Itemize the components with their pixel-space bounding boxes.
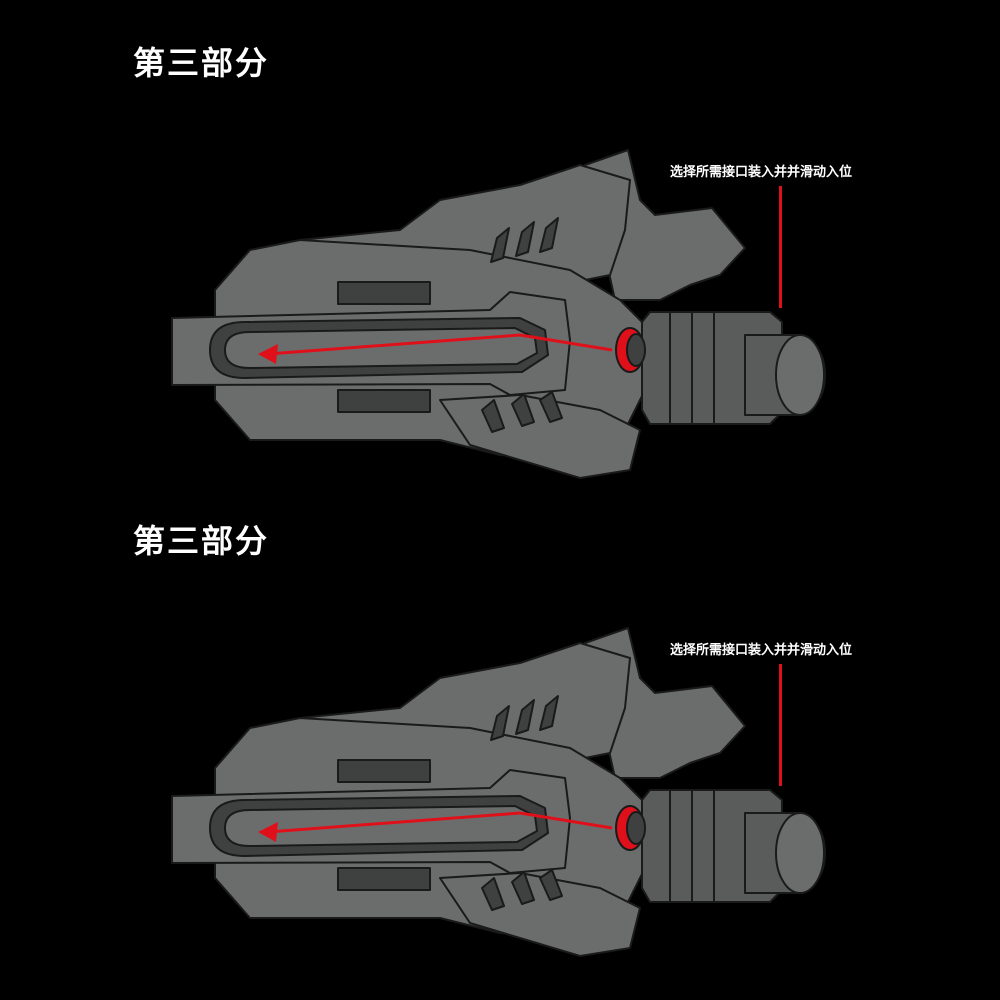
callout-line: [779, 664, 782, 786]
lower-slot: [511, 871, 535, 905]
instruction-panel-1: 第三部分 选择所需接口装入并并滑动入位: [133, 44, 853, 479]
weapon-part-illustration: [171, 627, 826, 957]
rail-slot-inner: [224, 805, 538, 847]
upper-slot: [515, 699, 535, 735]
upper-slot: [515, 221, 535, 257]
slide-direction-arrow-icon: [267, 811, 613, 834]
instruction-panel-2: 第三部分 选择所需接口装入并并滑动入位: [0, 478, 1000, 978]
slide-direction-arrow-icon: [267, 333, 613, 356]
lower-slot: [511, 393, 535, 427]
lower-vent: [337, 389, 431, 413]
callout-line: [779, 186, 782, 308]
cylinder-cap: [775, 812, 825, 894]
section-title: 第三部分: [133, 44, 270, 82]
upper-vent: [337, 759, 431, 783]
callout-label: 选择所需接口装入并并滑动入位: [670, 643, 853, 658]
lower-slot: [481, 399, 505, 433]
upper-slot: [490, 227, 510, 263]
callout-label: 选择所需接口装入并并滑动入位: [670, 165, 853, 180]
section-title: 第三部分: [133, 522, 270, 560]
upper-vent: [337, 281, 431, 305]
lower-slot: [539, 869, 563, 901]
lower-vent: [337, 867, 431, 891]
rail-slot-inner: [224, 327, 538, 369]
weapon-part-illustration: [171, 149, 826, 479]
upper-slot: [539, 695, 559, 731]
lower-slot: [539, 391, 563, 423]
arrow-head: [258, 822, 278, 842]
cylinder-cap: [775, 334, 825, 416]
lower-slot: [481, 877, 505, 911]
upper-slot: [539, 217, 559, 253]
upper-slot: [490, 705, 510, 741]
arrow-head: [258, 344, 278, 364]
